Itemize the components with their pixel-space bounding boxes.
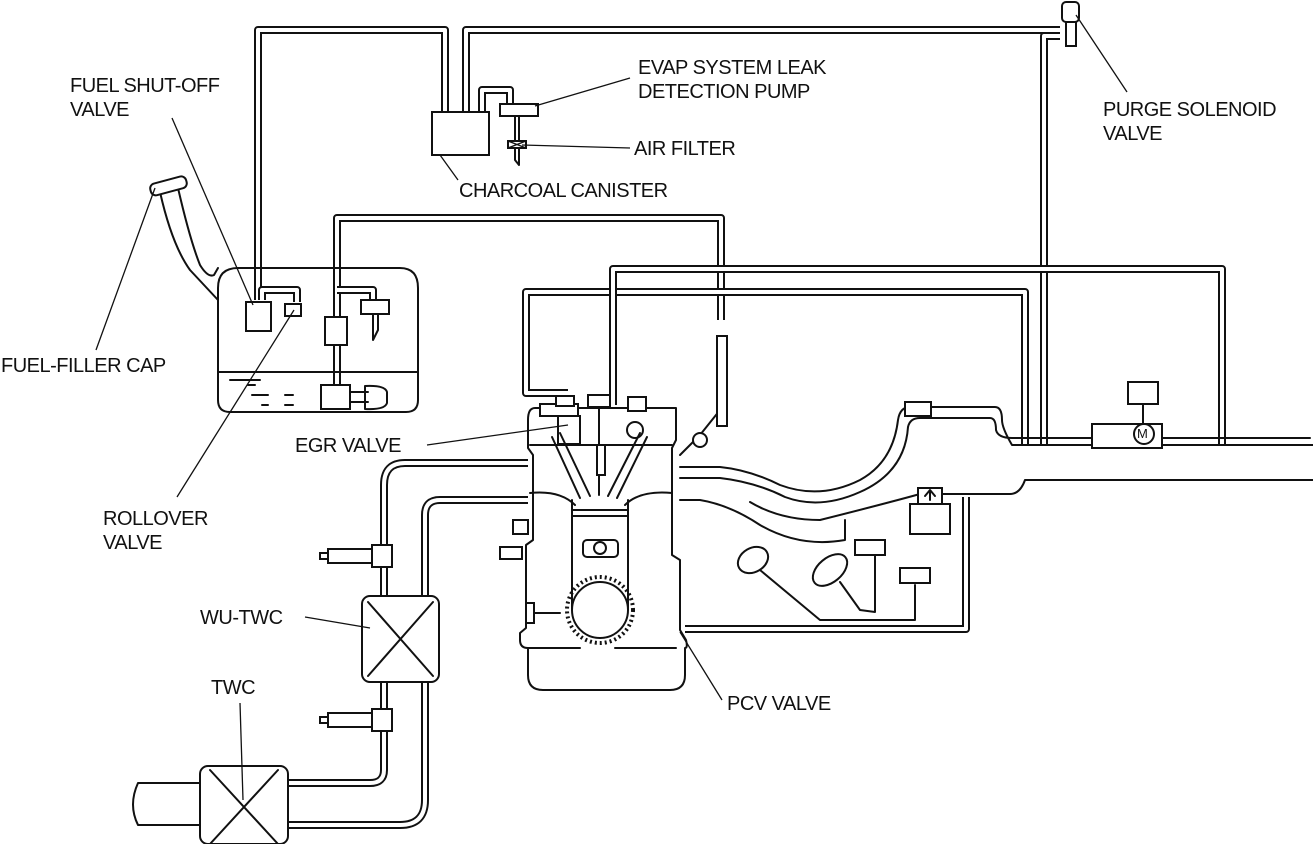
- egr-valve-body: [557, 415, 581, 445]
- engine: [499, 394, 688, 691]
- label-line: ROLLOVER: [103, 508, 208, 530]
- label-line: VALVE: [1103, 123, 1163, 145]
- fuel-filter-shape: [324, 316, 348, 346]
- fuel-tank: [149, 175, 419, 413]
- charcoal-canister-label: CHARCOAL CANISTER: [459, 180, 668, 202]
- vapor-hoses: [254, 26, 1226, 633]
- fuel-pump-shape: [320, 384, 351, 410]
- air-filter-label: AIR FILTER: [634, 138, 736, 160]
- leader-lines: [95, 14, 1128, 801]
- pressure-regulator-shape: [360, 299, 390, 315]
- crankshaft-pulley: [571, 581, 629, 639]
- label-line: FUEL SHUT-OFF: [70, 75, 220, 97]
- purge-solenoid-valve-shape: [1061, 1, 1080, 23]
- pcv-valve-label: PCV VALVE: [727, 693, 831, 715]
- intake: [679, 335, 1313, 621]
- wu-twc-label: WU-TWC: [200, 607, 283, 629]
- twc-shape: [199, 765, 289, 844]
- evap-pump-shape: [499, 103, 539, 117]
- egr-valve-label: EGR VALVE: [295, 435, 401, 457]
- label-line: VALVE: [70, 99, 130, 121]
- fuel-filler-cap-label: FUEL-FILLER CAP: [1, 355, 166, 377]
- fuel-shutoff-valve-shape: [245, 301, 272, 332]
- label-line: PURGE SOLENOID: [1103, 99, 1277, 121]
- motor-symbol: M: [1137, 426, 1148, 441]
- fuel-filler-cap-shape: [149, 175, 188, 197]
- rollover-valve-shape: [284, 303, 302, 317]
- label-line: VALVE: [103, 532, 163, 554]
- exhaust: [132, 459, 528, 844]
- charcoal-canister-shape: [431, 111, 490, 156]
- label-line: DETECTION PUMP: [638, 81, 810, 103]
- twc-label: TWC: [211, 677, 256, 699]
- label-line: EVAP SYSTEM LEAK: [638, 57, 827, 79]
